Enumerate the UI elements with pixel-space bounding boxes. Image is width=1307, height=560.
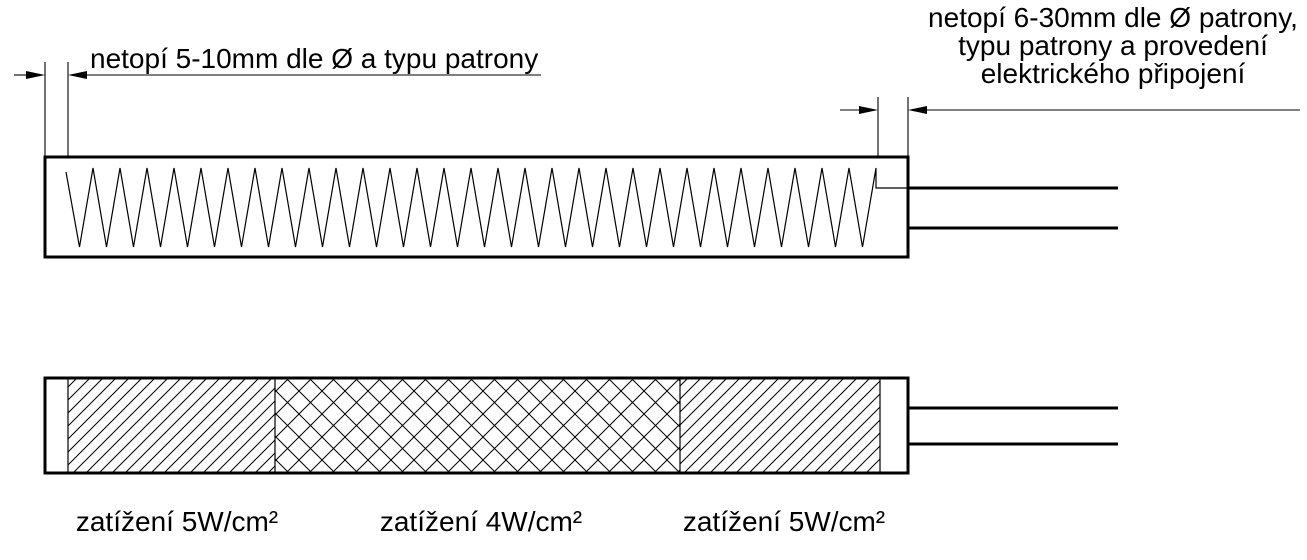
zone-left-label: zatížení 5W/cm² (76, 506, 278, 537)
heater-body-outline (43, 155, 910, 259)
zone-middle-label: zatížení 4W/cm² (380, 506, 582, 537)
right-dimension-label-line1: netopí 6-30mm dle Ø patrony, (928, 2, 1298, 33)
right-unheated-dimension: netopí 6-30mm dle Ø patrony, typu patron… (840, 2, 1300, 156)
heated-length-diagram: netopí 5-10mm dle Ø a typu patrony netop… (14, 2, 1300, 259)
zone-right-hatch (680, 378, 880, 473)
left-dimension-label: netopí 5-10mm dle Ø a typu patrony (90, 43, 538, 74)
arrowhead-right-icon (26, 71, 45, 79)
zone-left-hatch (68, 378, 275, 473)
heater-body-outline (43, 376, 910, 475)
power-zones-diagram: zatížení 5W/cm² zatížení 4W/cm² zatížení… (43, 376, 1118, 537)
heating-coil (65, 167, 908, 248)
right-dimension-label-line2: typu patrony a provedení (958, 30, 1268, 61)
zone-right-label: zatížení 5W/cm² (683, 506, 885, 537)
arrowhead-left-icon (908, 106, 927, 114)
arrowhead-left-icon (68, 71, 87, 79)
left-unheated-dimension: netopí 5-10mm dle Ø a typu patrony (14, 43, 541, 156)
zone-middle-hatch (275, 378, 680, 473)
arrowhead-right-icon (859, 106, 878, 114)
right-dimension-label-line3: elektrického připojení (981, 58, 1246, 89)
